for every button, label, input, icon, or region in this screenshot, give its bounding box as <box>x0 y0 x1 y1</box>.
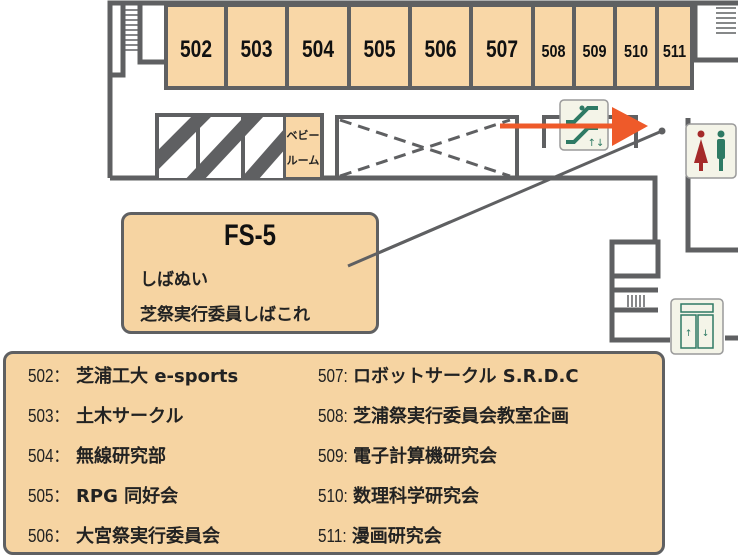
legend-room-number: 509: <box>318 446 348 466</box>
legend-club-name: 無線研究部 <box>76 446 167 467</box>
room-number: 508 <box>541 42 565 62</box>
legend-room-number: 507: <box>318 366 348 386</box>
booth-callout: FS-5 しばぬい 芝祭実行委員しばこれ <box>121 212 379 334</box>
room-509 <box>572 3 617 90</box>
room-511 <box>655 3 694 90</box>
room-number: 510 <box>624 42 648 62</box>
room-number: 503 <box>240 35 272 63</box>
room-number: 506 <box>424 35 456 63</box>
room-number: 511 <box>663 42 686 62</box>
booth-id: FS-5 <box>223 219 276 252</box>
legend-room-number: 505： <box>28 486 69 506</box>
booth-exhibit-1: しばぬい <box>140 270 208 290</box>
elevator-icon: ↑ ↓ <box>670 298 724 355</box>
room-number: 505 <box>363 35 395 63</box>
left-stairs <box>124 9 138 51</box>
room-number: 502 <box>180 35 212 63</box>
legend-item: 507:ロボットサークル S.R.D.C <box>318 362 579 388</box>
room-number: 509 <box>582 42 606 62</box>
legend-room-number: 508: <box>318 406 348 426</box>
direction-arrow <box>500 107 648 146</box>
legend-room-number: 511: <box>318 526 347 546</box>
room-502 <box>164 3 228 90</box>
restroom-icon <box>685 123 737 179</box>
baby-room <box>286 117 320 177</box>
legend-club-name: 芝浦祭実行委員会教室企画 <box>353 406 570 427</box>
legend-item: 508:芝浦祭実行委員会教室企画 <box>318 402 569 428</box>
legend-item: 509:電子計算機研究会 <box>318 442 497 468</box>
legend-club-name: ロボットサークル S.R.D.C <box>353 366 579 387</box>
legend-room-number: 510: <box>318 486 348 506</box>
legend-item: 505： RPG 同好会 <box>28 482 178 508</box>
legend-room-number: 506： <box>28 526 69 546</box>
legend-club-name: 漫画研究会 <box>351 526 442 547</box>
legend-club-name: 大宮祭実行委員会 <box>76 526 221 547</box>
room-508 <box>531 3 576 90</box>
location-marker <box>658 127 666 135</box>
legend-item: 511:漫画研究会 <box>318 522 442 548</box>
legend-item: 504： 無線研究部 <box>28 442 166 468</box>
room-number: 504 <box>302 35 334 63</box>
legend-item: 503： 土木サークル <box>28 402 184 428</box>
svg-text:↑: ↑ <box>685 329 693 339</box>
booth-exhibit-2: 芝祭実行委員しばこれ <box>140 305 310 325</box>
room-503 <box>224 3 289 90</box>
legend-club-name: RPG 同好会 <box>76 486 179 507</box>
legend-item: 502： 芝浦工大 e-sports <box>28 362 238 388</box>
legend-club-name: 土木サークル <box>76 406 184 427</box>
room-number: 507 <box>486 35 518 63</box>
legend-room-number: 504： <box>28 446 69 466</box>
right-stairs <box>627 7 736 307</box>
baby-room-label-1: ベビー <box>287 128 320 142</box>
legend-club-name: 電子計算機研究会 <box>353 446 498 467</box>
atrium-void <box>335 115 519 178</box>
legend-item: 510:数理科学研究会 <box>318 482 479 508</box>
closed-area <box>155 113 324 178</box>
room-legend: 502： 芝浦工大 e-sports 503： 土木サークル 504： 無線研究部 505：… <box>3 351 665 555</box>
legend-club-name: 芝浦工大 e-sports <box>76 366 239 387</box>
svg-text:↓: ↓ <box>702 329 710 339</box>
svg-text:↑↓: ↑↓ <box>588 138 605 149</box>
legend-room-number: 503： <box>28 406 69 426</box>
legend-club-name: 数理科学研究会 <box>353 486 480 507</box>
baby-room-label-2: ルーム <box>287 154 320 167</box>
legend-item: 506： 大宮祭実行委員会 <box>28 522 220 548</box>
callout-leader-line <box>347 129 663 268</box>
legend-room-number: 502： <box>28 366 69 386</box>
room-504 <box>285 3 351 90</box>
